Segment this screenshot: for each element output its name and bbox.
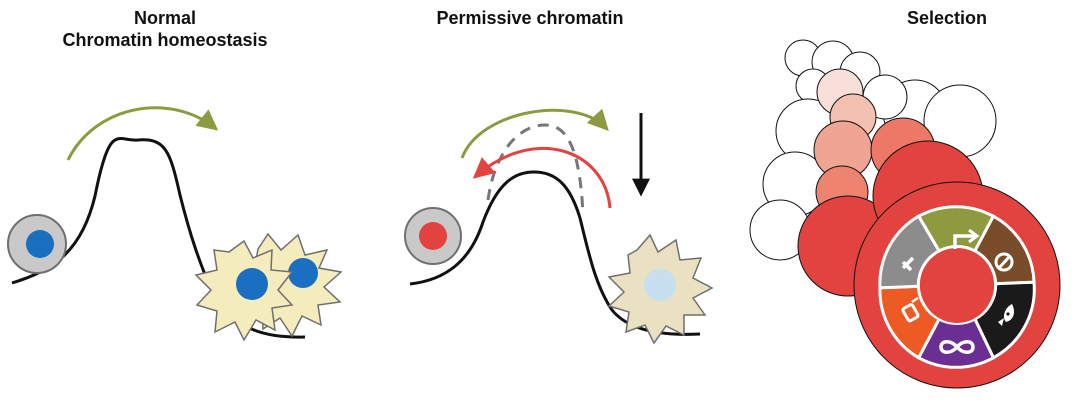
panel-title-selection: Selection (882, 7, 1012, 29)
dominant-clone (853, 181, 1061, 389)
panel-title-permissive: Permissive chromatin (410, 7, 650, 29)
no-symbol-icon (994, 252, 1014, 272)
flattened-landscape (409, 170, 701, 336)
panel-normal (7, 106, 343, 342)
cross-icon (901, 256, 915, 272)
differentiation-arrow (66, 106, 219, 161)
panel-title-normal-line2: Chromatin homeostasis (62, 30, 268, 50)
panel-title-permissive-line1: Permissive chromatin (436, 8, 624, 28)
stem-cell (7, 214, 67, 274)
infinity-icon (939, 340, 975, 354)
stem-cell (404, 207, 462, 265)
cup-icon (901, 296, 920, 323)
panel-permissive (404, 108, 714, 345)
original-landscape-dashed (486, 123, 585, 216)
differentiated-cell (607, 233, 714, 345)
panel-selection (749, 39, 1061, 389)
differentiation-arrow (460, 108, 609, 159)
wheel-center (921, 251, 993, 323)
dedifferentiation-arrow (472, 147, 612, 209)
panel-title-normal: Normal Chromatin homeostasis (60, 7, 270, 51)
wheel-segment-gray (878, 214, 942, 290)
rocket-icon (998, 304, 1014, 326)
differentiated-cell (194, 239, 294, 342)
panel-title-normal-line1: Normal (133, 8, 196, 28)
panel-title-selection-line1: Selection (906, 8, 988, 28)
hallmark-wheel (878, 205, 1036, 369)
arrow-icon (953, 228, 980, 249)
